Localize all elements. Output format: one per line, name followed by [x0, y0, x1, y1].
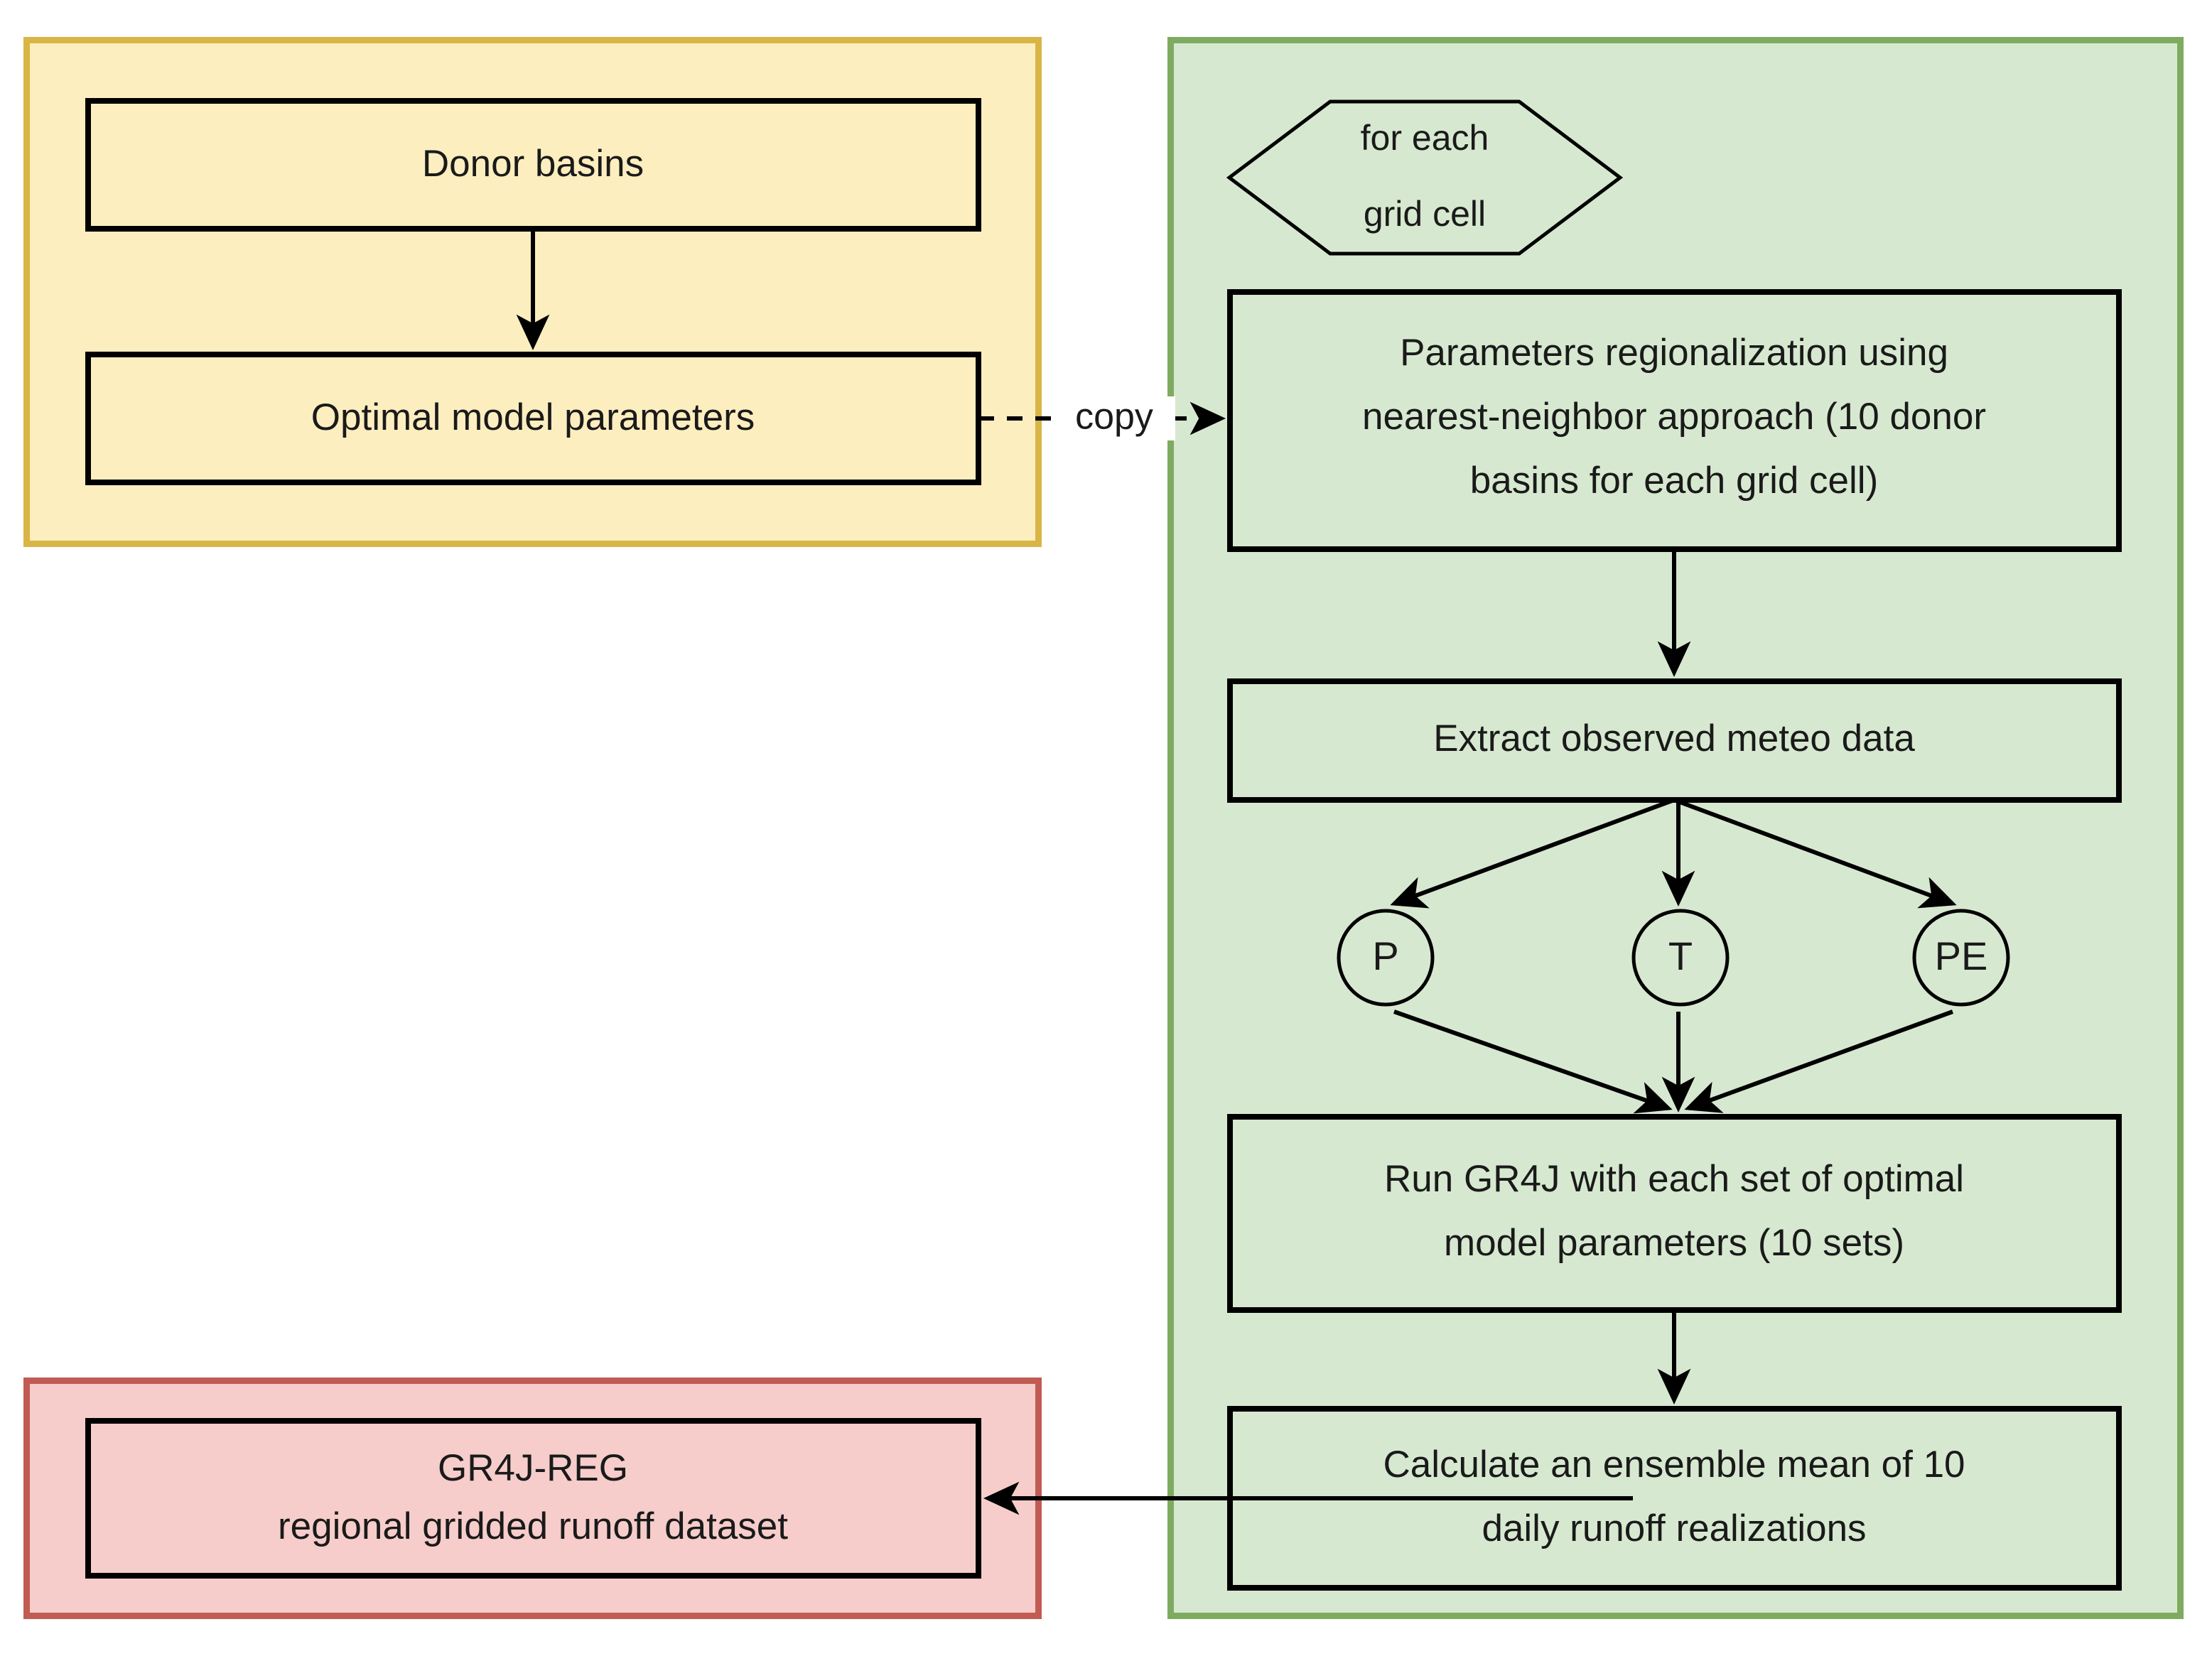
parameters-regionalization-label-line3: basins for each grid cell) — [1470, 460, 1878, 502]
node-variable-p[interactable]: P — [1337, 909, 1435, 1007]
node-run-gr4j[interactable]: Run GR4J with each set of optimal model … — [1227, 1114, 2122, 1313]
node-gr4j-reg-output[interactable]: GR4J-REG regional gridded runoff dataset — [85, 1418, 981, 1579]
edge-group: Parameters regionalization --> — [516, 229, 1957, 1515]
variable-t-label: T — [1668, 933, 1693, 978]
node-parameters-regionalization[interactable]: Parameters regionalization using nearest… — [1227, 289, 2122, 552]
parameters-regionalization-label-line1: Parameters regionalization using — [1400, 332, 1948, 374]
node-variable-pe[interactable]: PE — [1912, 909, 2010, 1007]
gr4j-reg-box[interactable] — [85, 1418, 981, 1579]
donor-basins-box[interactable] — [85, 98, 981, 232]
edge-pe-to-run-gr4j — [1684, 1010, 1954, 1113]
run-gr4j-label-line1: Run GR4J with each set of optimal — [1384, 1158, 1964, 1200]
node-for-each-grid-cell[interactable]: for each grid cell — [1226, 99, 1624, 256]
variable-pe-circle[interactable] — [1912, 909, 2010, 1007]
node-variable-t[interactable]: T — [1631, 909, 1730, 1007]
for-each-grid-cell-label-line1: for each — [1361, 118, 1489, 158]
parameters-regionalization-box[interactable] — [1227, 289, 2122, 552]
variable-p-label: P — [1372, 933, 1398, 978]
for-each-grid-cell-hexagon[interactable] — [1226, 99, 1624, 256]
variable-p-circle[interactable] — [1337, 909, 1435, 1007]
node-extract-observed-meteo-data[interactable]: Extract observed meteo data — [1227, 678, 2122, 803]
copy-label-backdrop — [1053, 396, 1175, 440]
node-optimal-model-parameters[interactable]: Optimal model parameters — [85, 352, 981, 485]
optimal-model-parameters-label: Optimal model parameters — [311, 396, 755, 438]
calculate-ensemble-mean-label-line1: Calculate an ensemble mean of 10 — [1383, 1444, 1965, 1485]
extract-meteo-label: Extract observed meteo data — [1433, 718, 1915, 759]
extract-meteo-box[interactable] — [1227, 678, 2122, 803]
gr4j-reg-label-line2: regional gridded runoff dataset — [278, 1505, 788, 1547]
donor-basins-label: Donor basins — [422, 143, 644, 185]
edge-extract-to-pe — [1673, 798, 1957, 909]
node-calculate-ensemble-mean[interactable]: Calculate an ensemble mean of 10 daily r… — [1227, 1406, 2122, 1591]
node-donor-basins[interactable]: Donor basins — [85, 98, 981, 232]
edge-label-copy: copy — [1053, 396, 1175, 440]
variable-t-circle[interactable] — [1631, 909, 1730, 1007]
run-gr4j-label-line2: model parameters (10 sets) — [1444, 1222, 1904, 1264]
variable-pe-label: PE — [1935, 933, 1988, 978]
optimal-model-parameters-box[interactable] — [85, 352, 981, 485]
gr4j-reg-label-line1: GR4J-REG — [438, 1447, 628, 1489]
edge-p-to-run-gr4j — [1393, 1010, 1673, 1114]
panel-group — [23, 37, 2184, 1619]
copy-label: copy — [1075, 396, 1153, 438]
parameters-regionalization-label-line2: nearest-neighbor approach (10 donor — [1362, 396, 1986, 438]
calculate-ensemble-mean-label-line2: daily runoff realizations — [1482, 1508, 1866, 1549]
edge-extract-to-p — [1390, 798, 1676, 909]
for-each-grid-cell-label-line2: grid cell — [1364, 194, 1486, 234]
calculate-ensemble-mean-box[interactable] — [1227, 1406, 2122, 1591]
output-dataset-panel — [23, 1378, 1042, 1619]
run-gr4j-box[interactable] — [1227, 1114, 2122, 1313]
